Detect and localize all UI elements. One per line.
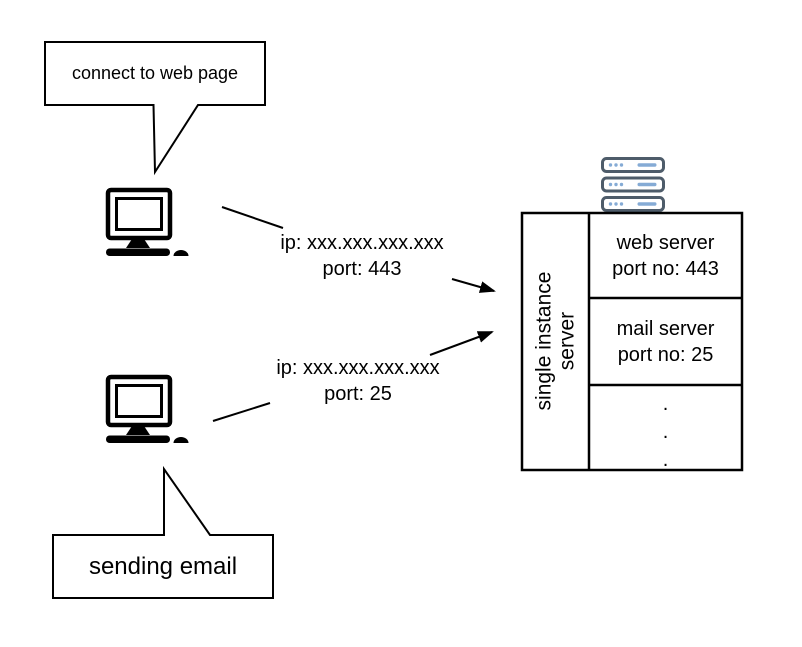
port-text: port: 25 xyxy=(324,383,392,405)
web-client-connector-line xyxy=(221,206,284,229)
service-name-text: web server xyxy=(616,231,715,254)
web-request-arrow xyxy=(451,278,496,293)
email-connection-annotation: ip: xxx.xxx.xxx.xxx port: 25 xyxy=(248,355,468,407)
speech-bubble-web xyxy=(44,41,266,176)
desktop-computer-icon xyxy=(106,190,189,256)
web-server-cell: web server port no: 443 xyxy=(590,214,741,297)
port-text: port: 443 xyxy=(322,258,402,280)
speech-bubble-email xyxy=(52,465,274,599)
server-box xyxy=(520,211,744,472)
mail-server-cell: mail server port no: 25 xyxy=(590,299,741,384)
ip-address-text: ip: xxx.xxx.xxx.xxx xyxy=(280,232,444,254)
web-connection-annotation: ip: xxx.xxx.xxx.xxx port: 443 xyxy=(252,230,472,282)
ellipsis-cell: . . . xyxy=(590,390,741,471)
email-request-arrow xyxy=(429,331,494,356)
ellipsis-dot: . xyxy=(662,421,669,443)
server-side-label-line: server xyxy=(555,311,579,371)
ellipsis-dot: . xyxy=(662,393,669,415)
speech-bubble-web-label: connect to web page xyxy=(71,63,239,83)
email-client-connector-line xyxy=(212,402,271,422)
service-port-text: port no: 443 xyxy=(612,257,719,280)
server-side-label: single instance server xyxy=(523,213,589,470)
desktop-computer-icon xyxy=(106,377,189,443)
ip-address-text: ip: xxx.xxx.xxx.xxx xyxy=(276,357,440,379)
service-port-text: port no: 25 xyxy=(617,343,714,366)
speech-bubble-email-label: sending email xyxy=(88,552,238,580)
server-side-label-line: single instance xyxy=(532,271,556,411)
ellipsis-dot: . xyxy=(662,449,669,471)
server-rack-icon xyxy=(601,157,665,218)
service-name-text: mail server xyxy=(616,317,715,340)
